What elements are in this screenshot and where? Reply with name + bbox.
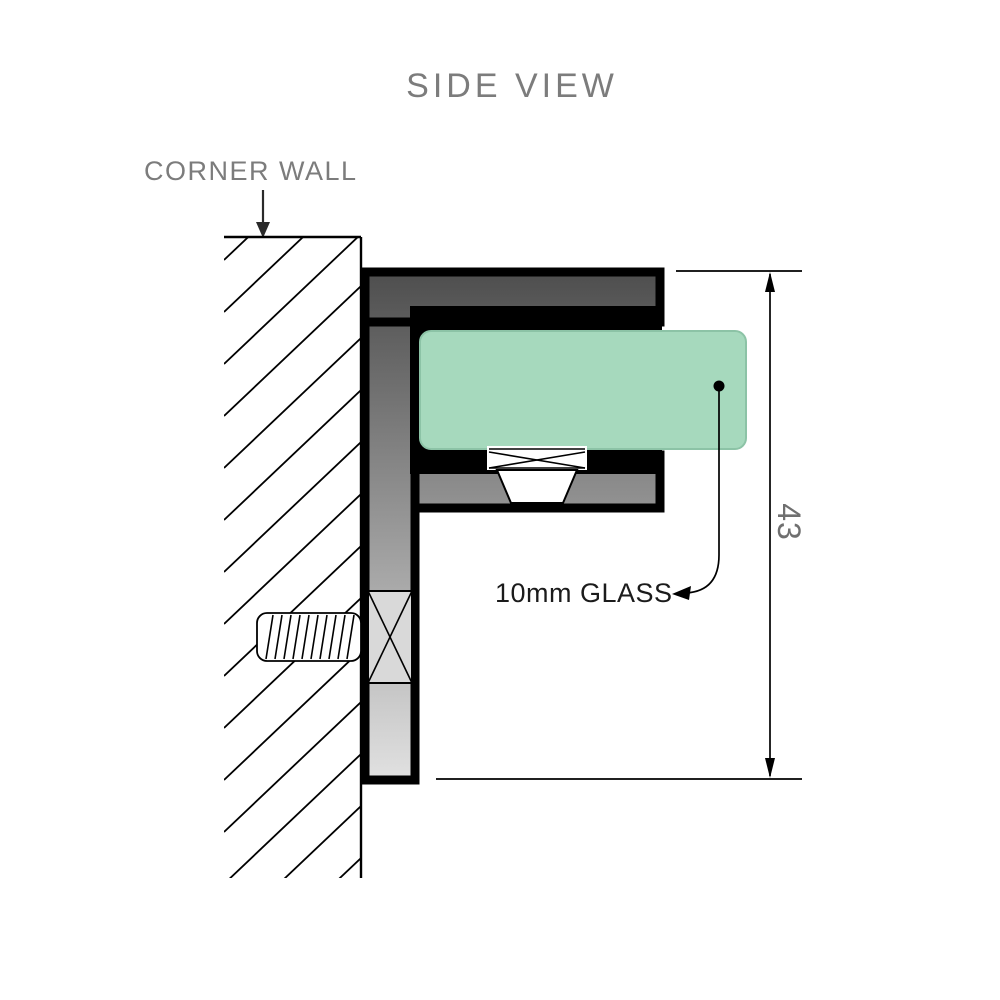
leader-dot bbox=[713, 380, 725, 392]
corner-wall-label: CORNER WALL bbox=[144, 156, 358, 186]
screw-head-cross-2 bbox=[367, 590, 413, 684]
grub-screw-detail bbox=[487, 446, 587, 504]
dimension-43: 43 bbox=[436, 270, 807, 780]
diagram-title: SIDE VIEW bbox=[406, 67, 618, 105]
wall bbox=[224, 235, 363, 878]
wall-hatching bbox=[224, 238, 360, 878]
glass-panel bbox=[419, 330, 747, 450]
fixing-screw bbox=[256, 590, 413, 684]
screw-threads bbox=[265, 614, 355, 660]
bracket-stem bbox=[360, 267, 420, 785]
glass-callout: 10mm GLASS bbox=[495, 380, 725, 608]
dimension-arrowhead-top-icon bbox=[765, 272, 775, 292]
corner-wall-callout: CORNER WALL bbox=[144, 156, 358, 238]
dimension-value: 43 bbox=[771, 503, 807, 541]
dimension-arrowhead-bottom-icon bbox=[765, 758, 775, 778]
leader-arrowhead-icon bbox=[672, 586, 691, 600]
grub-screw-cup bbox=[495, 469, 579, 504]
glass-label: 10mm GLASS bbox=[495, 578, 673, 608]
leader-line bbox=[685, 391, 720, 594]
corner-wall-arrowhead-icon bbox=[256, 222, 270, 238]
